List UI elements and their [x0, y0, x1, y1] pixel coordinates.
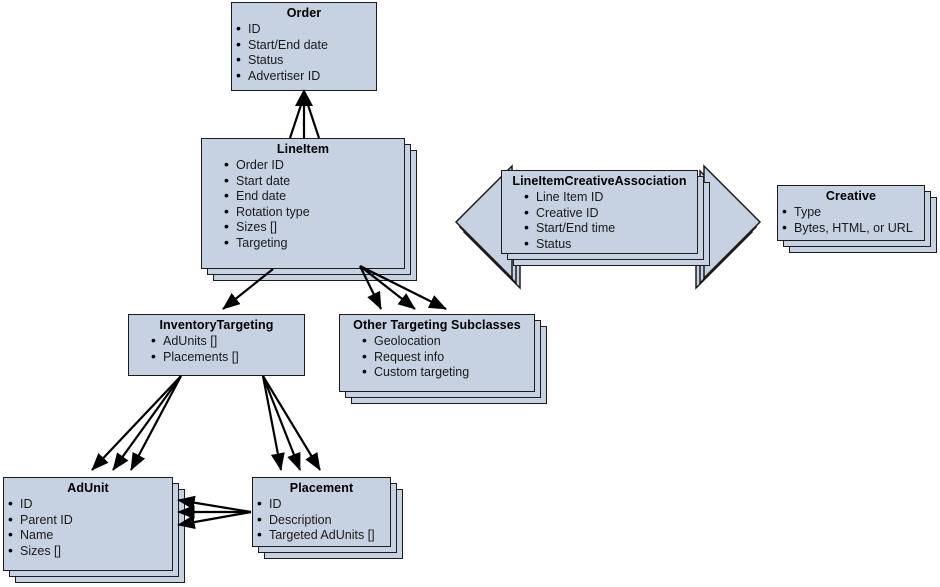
- attribute: Start/End date: [232, 37, 376, 54]
- attribute: Sizes []: [202, 219, 404, 236]
- attribute: Status: [502, 236, 697, 253]
- entity-othertargeting-title: Other Targeting Subclasses: [353, 318, 521, 332]
- entity-creative-title: Creative: [825, 189, 877, 203]
- entity-inventorytargeting-attributes: AdUnits [] Placements []: [129, 333, 304, 366]
- attribute: Order ID: [202, 157, 404, 174]
- entity-order[interactable]: Order ID Start/End date Status Advertise…: [231, 2, 377, 91]
- attribute: Type: [778, 204, 924, 221]
- entity-adunit-attributes: ID Parent ID Name Sizes []: [4, 496, 172, 560]
- attribute: Placements []: [129, 349, 304, 366]
- entity-inventorytargeting-title: InventoryTargeting: [159, 318, 274, 332]
- entity-lineitem-title: LineItem: [276, 142, 330, 156]
- attribute: Geolocation: [340, 333, 534, 350]
- attribute: ID: [4, 496, 172, 513]
- entity-othertargeting-attributes: Geolocation Request info Custom targetin…: [340, 333, 534, 381]
- attribute: Start/End time: [502, 220, 697, 237]
- entity-lineitem-attributes: Order ID Start date End date Rotation ty…: [202, 157, 404, 252]
- attribute: Parent ID: [4, 512, 172, 529]
- attribute: Creative ID: [502, 205, 697, 222]
- entity-order-title: Order: [286, 6, 322, 20]
- attribute: ID: [232, 21, 376, 38]
- entity-order-attributes: ID Start/End date Status Advertiser ID: [232, 21, 376, 85]
- attribute: Line Item ID: [502, 189, 697, 206]
- attribute: Sizes []: [4, 543, 172, 560]
- attribute: Description: [253, 512, 390, 529]
- attribute: Rotation type: [202, 204, 404, 221]
- attribute: Targeted AdUnits []: [253, 527, 390, 544]
- attribute: ID: [253, 496, 390, 513]
- attribute: Custom targeting: [340, 364, 534, 381]
- entity-placement-title: Placement: [289, 481, 354, 495]
- attribute: Bytes, HTML, or URL: [778, 220, 924, 237]
- attribute: End date: [202, 188, 404, 205]
- entity-adunit-title: AdUnit: [67, 481, 109, 495]
- entity-lica[interactable]: LineItemCreativeAssociation Line Item ID…: [501, 170, 698, 254]
- attribute: Start date: [202, 173, 404, 190]
- attribute: Status: [232, 52, 376, 69]
- entity-creative-attributes: Type Bytes, HTML, or URL: [778, 204, 924, 237]
- attribute: Targeting: [202, 235, 404, 252]
- attribute: Advertiser ID: [232, 68, 376, 85]
- attribute: Name: [4, 527, 172, 544]
- attribute: AdUnits []: [129, 333, 304, 350]
- entity-creative[interactable]: Creative Type Bytes, HTML, or URL: [777, 185, 925, 241]
- entity-othertargeting[interactable]: Other Targeting Subclasses Geolocation R…: [339, 314, 535, 392]
- entity-placement[interactable]: Placement ID Description Targeted AdUnit…: [252, 477, 391, 547]
- entity-inventorytargeting[interactable]: InventoryTargeting AdUnits [] Placements…: [128, 314, 305, 376]
- entity-placement-attributes: ID Description Targeted AdUnits []: [253, 496, 390, 544]
- entity-lica-title: LineItemCreativeAssociation: [512, 174, 687, 188]
- entity-lineitem[interactable]: LineItem Order ID Start date End date Ro…: [201, 138, 405, 269]
- entity-lica-attributes: Line Item ID Creative ID Start/End time …: [502, 189, 697, 253]
- entity-adunit[interactable]: AdUnit ID Parent ID Name Sizes []: [3, 477, 173, 571]
- attribute: Request info: [340, 349, 534, 366]
